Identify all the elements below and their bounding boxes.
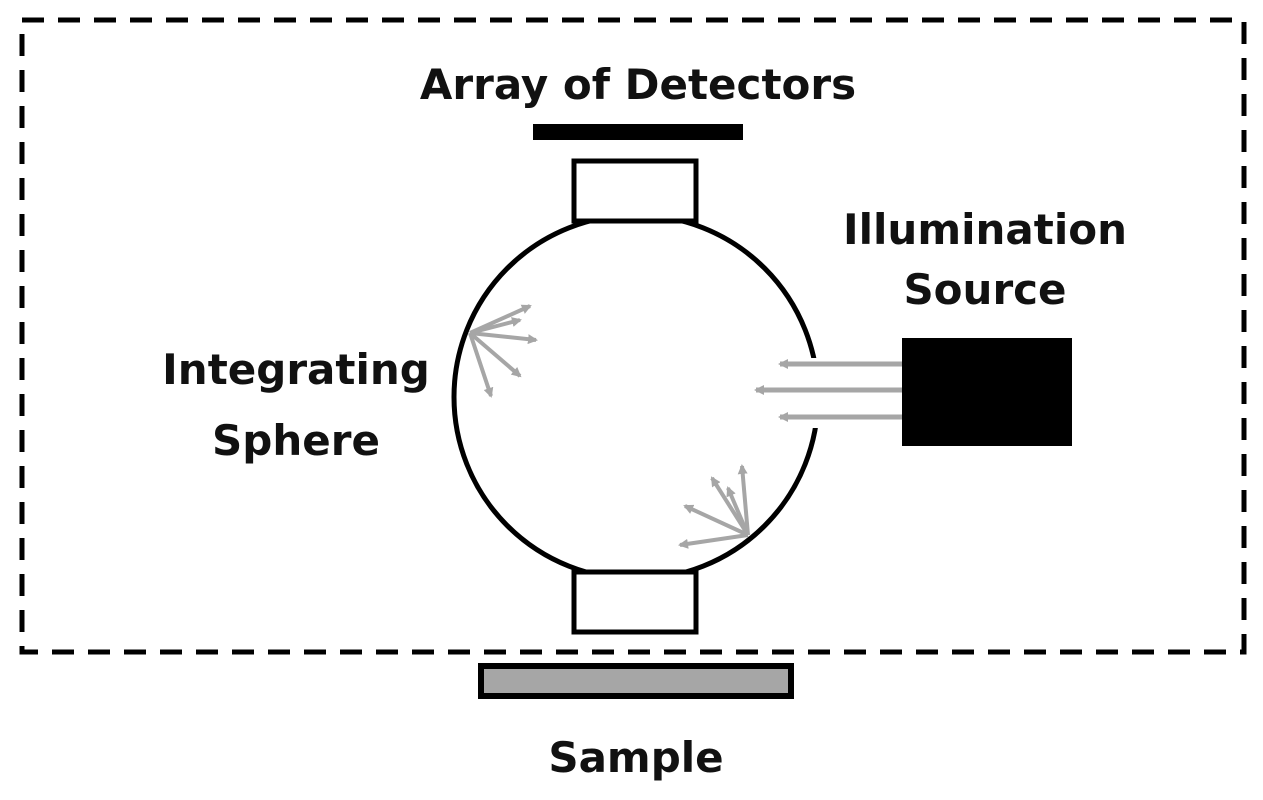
illumination-port-gap (810, 358, 830, 428)
scatter-arrow-right-3 (683, 504, 749, 537)
scatter-arrow-right-1 (737, 464, 750, 536)
illumination-label-line1: Illumination (843, 205, 1127, 254)
scatter-arrow-right-5 (726, 486, 750, 536)
detector-array-bar (533, 124, 743, 140)
sample-holder (478, 663, 794, 699)
illumination-source-block (902, 338, 1072, 446)
scatter-arrow-left-2 (469, 331, 538, 345)
sphere-label-line2: Sphere (212, 416, 380, 465)
scatter-arrows-lower-right (678, 464, 750, 549)
scatter-arrow-left-5 (469, 317, 522, 335)
illumination-label-line2: Source (903, 265, 1066, 314)
bottom-port (571, 569, 699, 635)
top-port (571, 158, 699, 224)
illumination-arrows (754, 359, 902, 422)
sphere-label-line1: Integrating (162, 345, 430, 394)
enclosure-dashed-border (19, 17, 1247, 655)
scatter-arrow-left-3 (468, 331, 522, 378)
sample-label: Sample (548, 733, 723, 782)
scatter-arrows-left (468, 304, 538, 398)
integrating-sphere (451, 212, 821, 582)
scatter-arrow-left-4 (468, 332, 494, 398)
detectors-label: Array of Detectors (420, 60, 856, 109)
scatter-arrow-right-4 (678, 533, 749, 549)
